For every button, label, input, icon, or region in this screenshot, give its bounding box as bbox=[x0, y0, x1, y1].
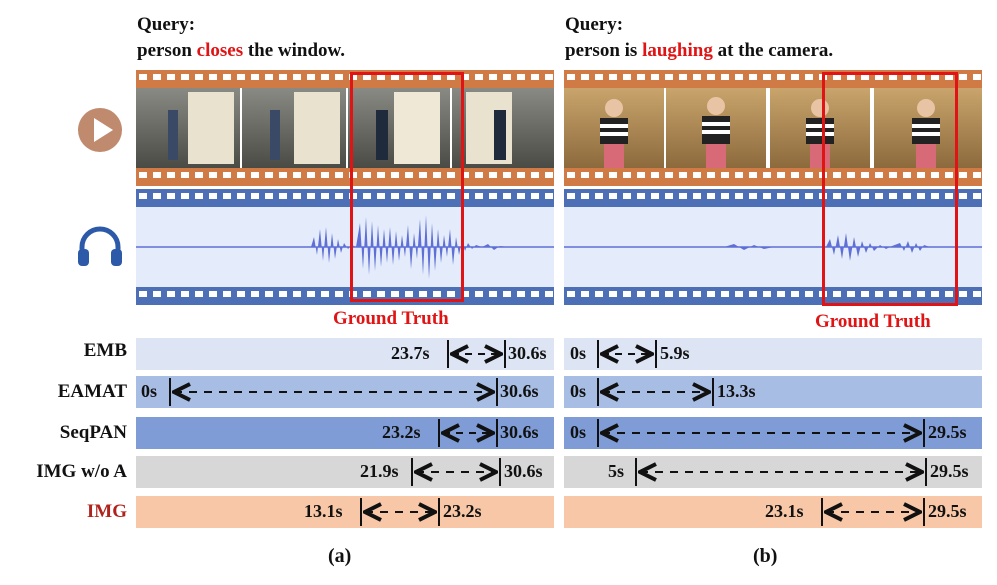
ground-truth-label-b: Ground Truth bbox=[815, 311, 931, 332]
emb-a-end: 30.6s bbox=[508, 343, 547, 363]
img-a-start: 13.1s bbox=[304, 501, 343, 521]
method-label-emb: EMB bbox=[83, 340, 127, 361]
seqpan-b-start: 0s bbox=[570, 422, 587, 442]
eamat-b-end: 13.3s bbox=[717, 381, 756, 401]
query-text-b: person is laughing at the camera. bbox=[565, 40, 833, 62]
video-filmstrip-b bbox=[564, 70, 982, 186]
query-label-a: Query: bbox=[137, 14, 196, 35]
query-b-pre: person is bbox=[565, 40, 643, 61]
headphones-icon bbox=[78, 226, 122, 266]
emb-b-end: 5.9s bbox=[660, 343, 690, 363]
img-wo-a-a-end: 30.6s bbox=[504, 461, 543, 481]
video-frame bbox=[666, 88, 766, 168]
video-frame bbox=[770, 88, 870, 168]
ground-truth-box-a bbox=[350, 72, 464, 302]
seqpan-a-end: 30.6s bbox=[500, 422, 539, 442]
emb-b-start: 0s bbox=[570, 343, 587, 363]
img-wo-a-a-start: 21.9s bbox=[360, 461, 399, 481]
video-frame bbox=[564, 88, 664, 168]
seqpan-b-end: 29.5s bbox=[928, 422, 967, 442]
method-label-img: IMG bbox=[86, 501, 127, 522]
img-wo-a-b-end: 29.5s bbox=[930, 461, 969, 481]
ground-truth-box-b bbox=[822, 72, 958, 306]
img-b-start: 23.1s bbox=[765, 501, 804, 521]
video-frame bbox=[874, 88, 982, 168]
eamat-b-start: 0s bbox=[570, 381, 587, 401]
img-wo-a-b-start: 5s bbox=[608, 461, 625, 481]
query-label-b: Query: bbox=[565, 14, 624, 35]
method-label-eamat: EAMAT bbox=[57, 381, 127, 402]
eamat-a-end: 30.6s bbox=[500, 381, 539, 401]
seqpan-a-start: 23.2s bbox=[382, 422, 421, 442]
eamat-a-start: 0s bbox=[141, 381, 158, 401]
waveform-a bbox=[311, 215, 508, 279]
panel-label-b: (b) bbox=[753, 545, 778, 567]
ground-truth-label-a: Ground Truth bbox=[333, 308, 449, 329]
video-frame bbox=[136, 88, 240, 168]
method-label-seqpan: SeqPAN bbox=[59, 422, 127, 443]
query-a-pre: person bbox=[137, 40, 197, 61]
method-label-img-wo-a: IMG w/o A bbox=[36, 461, 127, 482]
play-icon bbox=[78, 108, 122, 152]
video-frame bbox=[452, 88, 554, 168]
audio-filmstrip-b bbox=[564, 189, 982, 305]
waveform-b bbox=[724, 233, 930, 261]
bar-img-a bbox=[136, 496, 554, 528]
video-frame bbox=[348, 88, 450, 168]
emb-a-start: 23.7s bbox=[391, 343, 430, 363]
img-b-end: 29.5s bbox=[928, 501, 967, 521]
query-b-highlight: laughing bbox=[642, 40, 713, 61]
panel-label-a: (a) bbox=[328, 545, 352, 567]
query-text-a: person closes the window. bbox=[137, 40, 345, 62]
img-a-end: 23.2s bbox=[443, 501, 482, 521]
query-b-post: at the camera. bbox=[712, 40, 834, 61]
query-a-post: the window. bbox=[243, 40, 345, 61]
query-a-highlight: closes bbox=[196, 40, 244, 61]
video-frame bbox=[242, 88, 346, 168]
